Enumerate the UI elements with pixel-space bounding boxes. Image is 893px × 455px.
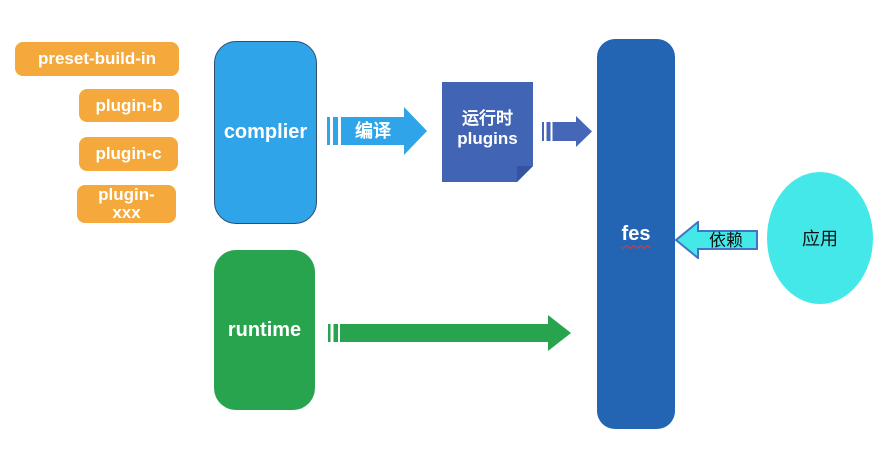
arrow-body [675, 221, 758, 259]
node-runtime-plugins [442, 82, 533, 182]
arrow-stripe [327, 117, 330, 145]
node-runtime-plugins-label-wrap: 运行时 plugins [442, 82, 533, 182]
node-fes: fes [597, 39, 675, 429]
node-runtime: runtime [214, 250, 315, 410]
depends-arrow: 依赖 [675, 221, 758, 259]
node-label: complier [223, 121, 308, 143]
node-label: plugin-b [95, 95, 163, 115]
node-complier: complier [214, 41, 317, 224]
node-label: 运行时 plugins [457, 109, 518, 148]
arrow-body [340, 315, 571, 351]
node-plugin-c: plugin-c [79, 137, 178, 171]
runtime-to-fes-arrow [328, 315, 571, 351]
note-shape [442, 82, 533, 182]
arrow-stripe [546, 122, 551, 141]
node-plugin-xxx: plugin-xxx [77, 185, 176, 223]
node-app: 应用 [767, 172, 873, 304]
arrow-stripe [328, 324, 331, 342]
compile-arrow-label: 编译 [355, 120, 392, 141]
node-plugin-b: plugin-b [79, 89, 179, 122]
arrow-stripe [333, 324, 338, 342]
depends-arrow-label: 依赖 [709, 231, 743, 250]
arrow-body [552, 116, 592, 147]
node-label: preset-build-in [37, 49, 157, 68]
arrow-stripe [333, 117, 338, 145]
node-label: fes [621, 222, 651, 245]
plugins-to-fes-arrow [542, 116, 592, 147]
node-label: plugin-xxx [98, 185, 155, 222]
note-fold-corner [517, 166, 533, 182]
node-label: runtime [227, 318, 302, 341]
node-preset-build-in: preset-build-in [15, 42, 179, 76]
arrow-stripe [542, 122, 544, 141]
node-label: 应用 [802, 229, 838, 249]
node-label: plugin-c [95, 144, 162, 163]
compile-arrow: 编译 [327, 107, 427, 155]
arrow-body [341, 107, 427, 155]
